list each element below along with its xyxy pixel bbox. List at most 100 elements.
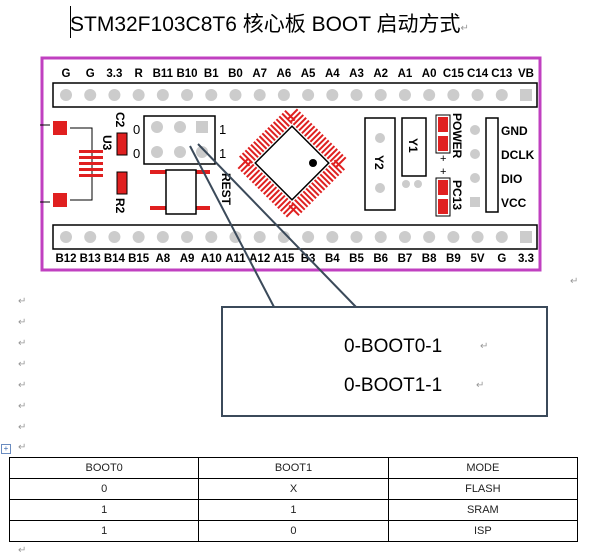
- u3-label: U3: [100, 135, 114, 151]
- header-pin: [520, 89, 532, 101]
- pin-label: C14: [467, 68, 489, 80]
- pin-label: G: [497, 253, 506, 265]
- header-pin: [326, 231, 339, 243]
- swd-vcc-label: VCC: [501, 196, 527, 210]
- c2-label: C2: [113, 112, 127, 128]
- pin-label: B7: [398, 253, 413, 265]
- jumper-pins: [151, 121, 208, 158]
- header-cell: BOOT0: [8, 457, 200, 479]
- paragraph-mark: ↵: [18, 422, 27, 433]
- pin-label: A1: [398, 68, 413, 80]
- pin-label: B9: [446, 253, 461, 265]
- swd-gnd-label: GND: [501, 124, 528, 138]
- u3-chip: [79, 150, 103, 177]
- y1-label: Y1: [406, 138, 420, 153]
- header-pin: [156, 89, 169, 101]
- pin-label: B8: [422, 253, 437, 265]
- pin-label: VB: [518, 68, 534, 80]
- table-move-handle[interactable]: +: [1, 444, 11, 454]
- header-pin: [350, 89, 363, 101]
- table-cell: SRAM: [387, 499, 579, 521]
- pin-label: A2: [373, 68, 388, 80]
- paragraph-mark: ↵: [460, 23, 469, 34]
- table-row: 1 1 SRAM: [8, 499, 579, 521]
- pin-label: B14: [104, 253, 126, 265]
- reset-label: REST: [219, 173, 233, 206]
- pin-label: B5: [349, 253, 364, 265]
- swd-dclk-label: DCLK: [501, 148, 535, 162]
- paragraph-mark: ↵: [18, 442, 27, 453]
- pin-label: C13: [491, 68, 512, 80]
- power-label: POWER: [450, 113, 464, 159]
- callout-boot1: 0-BOOT1-1: [344, 375, 442, 396]
- header-pin: [253, 231, 266, 243]
- callout-line: [197, 143, 357, 308]
- mcu-chip: [232, 103, 352, 223]
- table-row: 0 X FLASH: [8, 478, 579, 500]
- reset-button[interactable]: [165, 169, 197, 215]
- pin-label: B0: [228, 68, 243, 80]
- boot-mode-table: BOOT0 BOOT1 MODE 0 X FLASH 1 1 SRAM 1 0 …: [8, 457, 579, 542]
- header-pin: [277, 231, 290, 243]
- r2-label: R2: [113, 198, 127, 214]
- header-pin: [326, 89, 339, 101]
- pin-label: A0: [422, 68, 437, 80]
- table-header-row: BOOT0 BOOT1 MODE: [8, 457, 579, 479]
- header-pin: [423, 231, 436, 243]
- table-cell: 0: [8, 478, 200, 500]
- pin-label: B6: [373, 253, 388, 265]
- boot0-high-label: 1: [219, 122, 226, 137]
- pc13-label: PC13: [450, 180, 464, 210]
- header-pin: [205, 231, 218, 243]
- header-pin: [132, 89, 145, 101]
- boot1-high-label: 1: [219, 146, 226, 161]
- header-pin: [495, 89, 508, 101]
- boot1-low-label: 0: [133, 146, 140, 161]
- y2-label: Y2: [372, 155, 386, 170]
- usb-pad: [53, 193, 67, 207]
- text-cursor: [70, 6, 71, 38]
- swd-dio-label: DIO: [501, 172, 522, 186]
- pin-label: 3.3: [106, 68, 122, 80]
- header-pin: [205, 89, 218, 101]
- pin-label: B4: [325, 253, 340, 265]
- plus-label: +: [440, 153, 446, 165]
- header-pin: [108, 231, 121, 243]
- pin-label: G: [86, 68, 95, 80]
- pin-label: A9: [180, 253, 195, 265]
- table-row: 1 0 ISP: [8, 520, 579, 542]
- callout-boot0: 0-BOOT0-1: [344, 336, 442, 357]
- header-pin: [132, 231, 145, 243]
- paragraph-mark: ↵: [18, 401, 27, 412]
- table-cell: 0: [198, 520, 389, 542]
- pin-label: G: [62, 68, 71, 80]
- header-pin: [156, 231, 169, 243]
- page-title: STM32F103C8T6 核心板 BOOT 启动方式↵: [70, 8, 469, 38]
- pin-label: B10: [176, 68, 197, 80]
- header-pin: [108, 89, 121, 101]
- table-cell: 1: [8, 499, 200, 521]
- header-pin: [520, 231, 532, 243]
- pin-label: 5V: [471, 253, 485, 265]
- paragraph-mark: ↵: [570, 276, 579, 287]
- header-pin: [181, 89, 194, 101]
- pin-label: 3.3: [518, 253, 534, 265]
- r2-component: [116, 171, 128, 195]
- header-pin: [374, 89, 387, 101]
- header-pin: [471, 89, 484, 101]
- plus-label: +: [440, 166, 446, 178]
- pin-label: B15: [128, 253, 150, 265]
- title-text: STM32F103C8T6 核心板 BOOT 启动方式: [70, 13, 461, 36]
- header-pin: [84, 89, 97, 101]
- pin-label: A6: [277, 68, 292, 80]
- pin-label: B11: [153, 68, 174, 80]
- paragraph-mark: ↵: [18, 317, 27, 328]
- pin-label: A11: [225, 253, 246, 265]
- header-cell: MODE: [387, 457, 579, 479]
- header-pin: [350, 231, 363, 243]
- paragraph-mark: ↵: [18, 338, 27, 349]
- paragraph-mark: ↵: [18, 359, 27, 370]
- header-pin: [60, 231, 72, 243]
- header-pin: [447, 89, 460, 101]
